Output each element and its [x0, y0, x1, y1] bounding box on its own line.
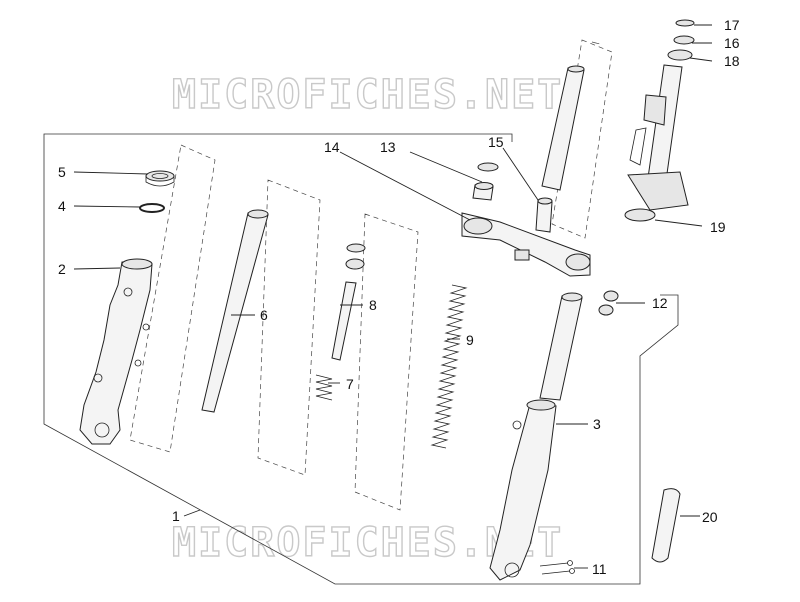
damper-rod-8 — [331, 243, 366, 361]
upper-steering-tube — [541, 65, 585, 191]
callout-17: 17 — [724, 17, 740, 33]
callout-11: 11 — [592, 561, 607, 577]
callout-6: 6 — [260, 307, 268, 323]
fork-tube-6 — [201, 209, 269, 413]
callout-14: 14 — [324, 139, 340, 155]
callout-9: 9 — [466, 332, 474, 348]
callout-2: 2 — [58, 261, 66, 277]
leader-lines — [73, 24, 713, 569]
callout-8: 8 — [369, 297, 377, 313]
callout-20: 20 — [702, 509, 718, 525]
nuts-12 — [598, 290, 619, 316]
steering-stem-15 — [535, 197, 553, 233]
steering-column — [627, 64, 689, 211]
callout-7: 7 — [346, 376, 354, 392]
callout-16: 16 — [724, 35, 740, 51]
callout-18: 18 — [724, 53, 740, 69]
assembly-frame — [43, 133, 679, 585]
callout-4: 4 — [58, 198, 66, 214]
loop-20 — [651, 488, 681, 563]
ring-4 — [139, 203, 165, 213]
callout-1: 1 — [172, 508, 180, 524]
bolts-11 — [539, 560, 575, 575]
left-fork-leg — [79, 258, 153, 445]
triple-clamp-14 — [461, 212, 591, 277]
callout-13: 13 — [380, 139, 396, 155]
callout-19: 19 — [710, 219, 726, 235]
bearing-stack — [667, 19, 695, 61]
main-spring-9 — [430, 284, 468, 449]
seal-5 — [145, 170, 175, 187]
top-nut-13 — [472, 162, 499, 201]
callouts: 1 2 3 4 5 6 7 8 9 11 12 13 14 15 16 17 1… — [58, 17, 740, 577]
small-spring-7 — [315, 374, 333, 401]
callout-12: 12 — [652, 295, 668, 311]
lower-bearing-19 — [624, 208, 656, 222]
callout-3: 3 — [593, 416, 601, 432]
watermark-top: MICROFICHES.NET — [172, 72, 563, 118]
callout-15: 15 — [488, 134, 504, 150]
right-fork-leg-3 — [489, 292, 583, 581]
callout-5: 5 — [58, 164, 66, 180]
